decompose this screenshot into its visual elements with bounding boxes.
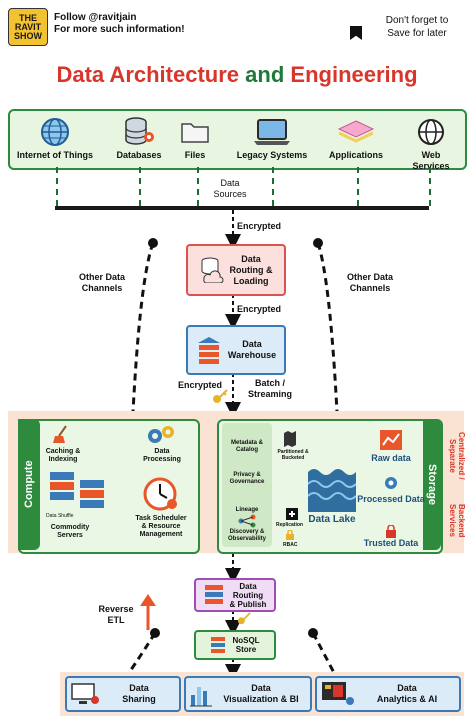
bookmark-icon [350, 26, 362, 40]
server-stack-icon [204, 585, 223, 604]
connector-line [197, 167, 199, 206]
connector-line [139, 167, 141, 206]
data-sources-label: Data Sources [213, 178, 247, 199]
data-sharing-card: Data Sharing [65, 676, 181, 712]
source-iot: Internet of Things [10, 118, 100, 160]
data-processing-label: Data Processing [143, 448, 181, 463]
data-analytics-card: Data Analytics & AI [315, 676, 461, 712]
encrypted-label: Encrypted [237, 221, 282, 231]
partitioned-label: Partitioned & Bucketed [277, 449, 309, 461]
folder-icon [181, 123, 209, 143]
other-channels-left: Other Data Channels [78, 272, 125, 293]
source-bus [55, 206, 429, 210]
broom-icon [53, 425, 67, 443]
server-cloud-icon [201, 257, 223, 283]
metadata-label: Metadata & Catalog [230, 440, 263, 453]
data-shuffle-label: Data Shuffle [46, 513, 74, 519]
save-reminder: Don't forget to Save for later [385, 15, 449, 39]
data-visualization-card: Data Visualization & BI [184, 676, 312, 712]
lake-waves-icon [308, 469, 356, 512]
map-icon [284, 431, 296, 447]
laptop-icon [254, 119, 290, 145]
clock-icon [143, 477, 177, 511]
page-title: Data Architecture and Engineering [56, 62, 418, 87]
caching-label: Caching & Indexing [45, 448, 81, 463]
data-lake-label: Data Lake [308, 514, 356, 525]
database-icon [125, 117, 154, 145]
rbac-label: RBAC [283, 542, 298, 548]
processed-data-label: Processed Data [357, 494, 425, 504]
nosql-server-icon [211, 637, 226, 653]
other-channels-right: Other Data Channels [346, 272, 393, 293]
source-legacy: Legacy Systems [227, 118, 317, 160]
source-applications: Applications [311, 118, 401, 160]
data-routing-publish-box: Data Routing & Publish [194, 578, 276, 612]
sharing-icon [71, 683, 99, 704]
analytics-icon [322, 682, 354, 705]
warehouse-icon [197, 337, 220, 364]
servers-icon [50, 472, 104, 508]
commodity-servers-label: Commodity Servers [50, 524, 90, 539]
source-files: Files [150, 118, 240, 160]
bar-chart-icon [190, 687, 212, 707]
lineage-icon [238, 514, 256, 528]
governance-column [222, 423, 272, 547]
reverse-etl-label: Reverse ETL [98, 604, 134, 625]
nosql-store-box: NoSQL Store [194, 630, 276, 660]
lock-icon [286, 530, 294, 540]
key-icon [237, 612, 251, 625]
connector-line [429, 167, 431, 206]
data-routing-box: Data Routing & Loading [186, 244, 286, 296]
connector-line [272, 167, 274, 206]
trusted-lock-icon [386, 525, 396, 538]
key-icon [213, 389, 228, 403]
globe-icon [41, 118, 69, 146]
raw-data-label: Raw data [371, 453, 411, 463]
connector-line [56, 167, 58, 206]
centralized-services-label: Centralized / Separate Backend Services [448, 431, 466, 538]
data-sources-panel [8, 109, 467, 170]
processing-icon [385, 477, 397, 489]
app-stack-icon [337, 120, 375, 143]
raw-data-chart-icon [380, 430, 402, 450]
encrypted-label: Encrypted [237, 304, 282, 314]
gear-icon [148, 426, 174, 443]
batch-streaming-label: Batch / Streaming [247, 378, 292, 399]
trusted-data-label: Trusted Data [363, 538, 419, 548]
brand-logo: THE RAVIT SHOW [8, 8, 48, 46]
web-globe-icon [418, 119, 444, 145]
follow-text: Follow @ravitjain For more such informat… [54, 12, 185, 35]
lineage-label: Lineage [235, 507, 259, 513]
encrypted-label: Encrypted [178, 380, 223, 390]
source-databases: Databases [94, 117, 184, 160]
discovery-label: Discovery & Observability [227, 529, 266, 542]
data-warehouse-box: Data Warehouse [186, 325, 286, 375]
compute-label: Compute [18, 419, 40, 550]
source-web-services: Web Services [386, 118, 474, 172]
connector-line [357, 167, 359, 206]
storage-label: Storage [423, 419, 441, 550]
replication-icon [286, 508, 298, 520]
web-services-label: Web Services [412, 150, 450, 171]
privacy-label: Privacy & Governance [229, 472, 265, 485]
task-scheduler-label: Task Scheduler & Resource Management [135, 515, 187, 538]
replication-label: Replication [276, 522, 303, 528]
